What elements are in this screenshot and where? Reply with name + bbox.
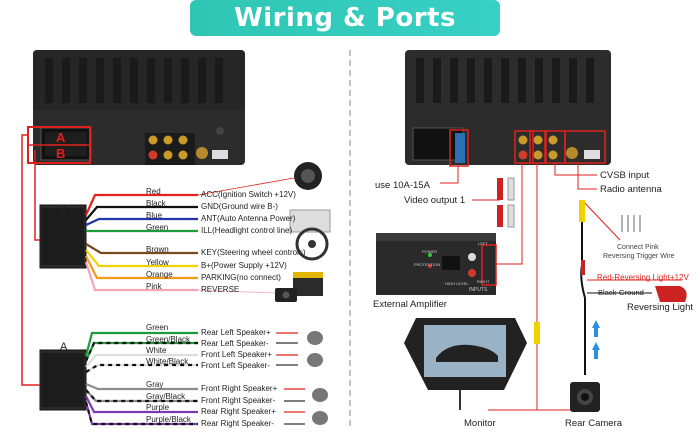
wire-desc-label: KEY(Steering wheel controls) xyxy=(201,248,306,257)
wire-color-label: Orange xyxy=(146,270,173,279)
wire-desc-label: Rear Left Speaker- xyxy=(201,339,269,348)
wire-red xyxy=(84,193,198,216)
rear-camera-icon xyxy=(570,382,600,412)
trigger-wire-icon xyxy=(621,215,641,232)
link-cvbs xyxy=(554,163,597,176)
link-amp xyxy=(491,163,523,265)
connector-tag-b: B xyxy=(56,146,66,161)
amp-power-label: POWER xyxy=(422,249,438,254)
link-b xyxy=(34,150,40,241)
external-amplifier-label: External Amplifier xyxy=(373,299,447,310)
connect-pink-label: Connect Pink xyxy=(617,244,659,251)
connector-tag-a: A xyxy=(56,130,66,145)
steering-wheel-icon xyxy=(295,227,329,261)
wire-color-label: Black xyxy=(146,199,166,208)
amp-inputs-label: INPUTS xyxy=(469,287,488,293)
video-output-label: Video output 1 xyxy=(404,195,466,206)
block-a-label: A xyxy=(60,341,68,353)
cvbs-input-label: CVSB input xyxy=(600,170,650,181)
wire-color-label: Pink xyxy=(146,282,162,291)
wire-desc-label: ACC(Ignition Switch +12V) xyxy=(201,190,296,199)
speaker-icon xyxy=(312,388,328,402)
wire-color-label: Green xyxy=(146,323,169,332)
wire-orange xyxy=(85,255,198,280)
link-fuse xyxy=(440,166,459,184)
wire-desc-label: Front Left Speaker+ xyxy=(201,350,272,359)
external-amplifier-icon xyxy=(376,233,497,295)
wire-color-label: Blue xyxy=(146,211,163,220)
wire-desc-label: Front Left Speaker- xyxy=(201,361,270,370)
wire-desc-label: Front Right Speaker- xyxy=(201,396,276,405)
speaker-icon xyxy=(307,353,323,367)
fuse-label: use 10A-15A xyxy=(375,180,430,191)
wire-yellow xyxy=(85,249,198,268)
wire-color-label: White xyxy=(146,346,167,355)
wire-desc-label: ILL(Headlight control line) xyxy=(201,226,293,235)
wire-desc-label: PARKING(no connect) xyxy=(201,273,281,282)
head-unit-left xyxy=(27,50,245,165)
wire-color-label: Green/Black xyxy=(146,335,191,344)
wire-color-label: Green xyxy=(146,223,169,232)
rca-plugs xyxy=(497,177,585,344)
amp-left-label: LEFT xyxy=(478,241,488,246)
head-unit-right xyxy=(405,50,611,167)
reversing-light-icon xyxy=(655,286,687,302)
trigger-wire-label: Reversing Trigger Wire xyxy=(603,253,675,260)
b-wires xyxy=(84,193,198,292)
camera-cable xyxy=(580,222,586,375)
block-b-label: B xyxy=(60,205,68,217)
red-reversing-label: Red-Reversing Light+12V xyxy=(597,273,689,282)
wire-black xyxy=(85,205,198,221)
radio-antenna-label: Radio antenna xyxy=(600,184,662,195)
link-a xyxy=(21,134,40,386)
a-wires xyxy=(84,331,198,426)
car-antenna-icon xyxy=(289,209,331,233)
link-antenna xyxy=(577,163,597,190)
speaker-icon xyxy=(307,331,323,345)
reversing-light-label: Reversing Light xyxy=(627,302,694,313)
wire-color-label: Purple/Black xyxy=(146,415,191,424)
monitor-icon xyxy=(404,318,527,410)
title-banner: Wiring & Ports xyxy=(190,0,500,36)
wire-color-label: Yellow xyxy=(146,258,169,267)
wire-color-label: Purple xyxy=(146,403,170,412)
speaker-icon xyxy=(312,411,328,425)
wire-color-label: Gray/Black xyxy=(146,392,186,401)
wire-color-label: Brown xyxy=(146,245,169,254)
wire-color-label: Red xyxy=(146,187,161,196)
arrow-up-icon xyxy=(592,320,600,328)
amp-right-label: RIGHT xyxy=(477,279,490,284)
wire-desc-label: Front Right Speaker+ xyxy=(201,384,278,393)
wire-desc-label: Rear Right Speaker- xyxy=(201,419,274,428)
wire-desc-label: Rear Left Speaker+ xyxy=(201,328,271,337)
wire-brown xyxy=(85,243,198,255)
amp-high-level-label: HIGH LEVEL xyxy=(445,281,469,286)
page-title: Wiring & Ports xyxy=(234,3,456,33)
wire-desc-label: ANT(Auto Antenna Power) xyxy=(201,214,296,223)
rear-camera-label: Rear Camera xyxy=(565,418,623,429)
wire-desc-label: GND(Ground wire B-) xyxy=(201,202,278,211)
amp-protection-label: PROTECTION xyxy=(414,262,441,267)
wire-color-label: White/Black xyxy=(146,357,189,366)
wire-blue xyxy=(85,217,198,226)
wire-pink xyxy=(84,261,198,292)
wire-desc-label: REVERSE xyxy=(201,285,240,294)
black-ground-label: Black-Ground- xyxy=(598,288,647,297)
link-camera xyxy=(488,396,583,411)
link-trigger xyxy=(581,199,621,241)
wire-desc-label: Rear Right Speaker+ xyxy=(201,407,276,416)
wire-color-label: Gray xyxy=(146,380,164,389)
monitor-label: Monitor xyxy=(464,418,496,429)
wire-desc-label: B+(Power Supply +12V) xyxy=(201,261,287,270)
arrow-up-icon xyxy=(592,342,600,350)
